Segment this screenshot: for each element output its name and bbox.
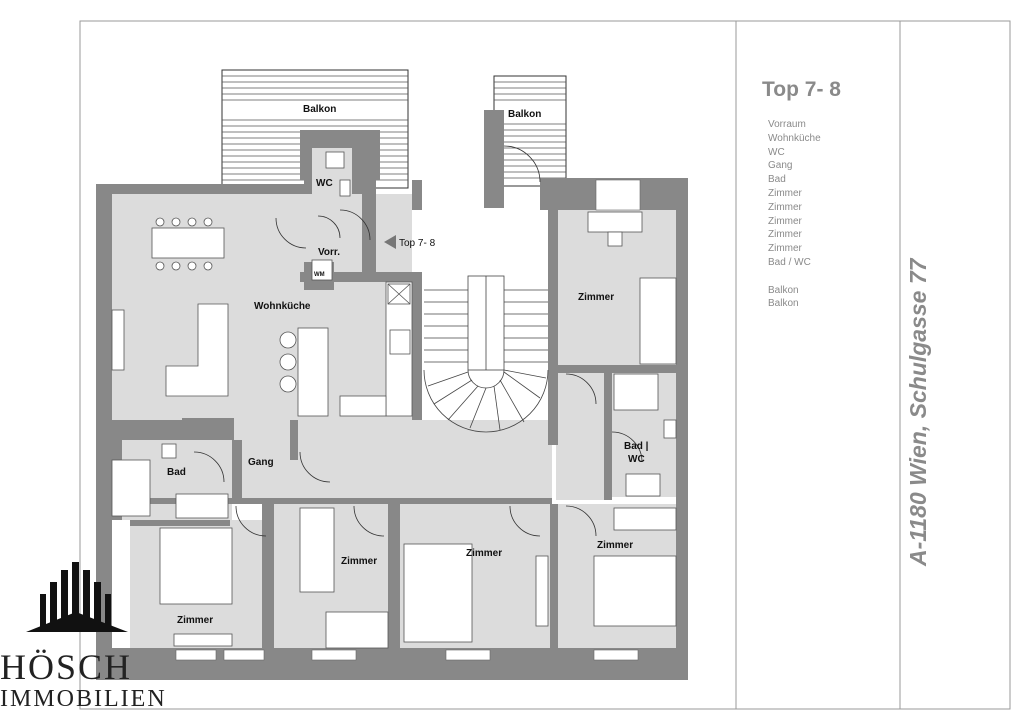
room-list-item: Bad / WC <box>768 256 811 268</box>
company-logo-icon <box>26 562 128 632</box>
sofa-s3 <box>403 543 473 643</box>
desk-s2 <box>325 611 389 649</box>
room-list-item: Gang <box>768 160 793 172</box>
kitchen-sink <box>339 395 387 417</box>
address-text: A-1180 Wien, Schulgasse 77 <box>905 258 931 566</box>
room-list-item: Wohnküche <box>768 132 821 144</box>
label-bad: Bad <box>167 467 186 478</box>
desk-ne <box>587 211 643 233</box>
dining-table <box>151 227 225 259</box>
bed-s2 <box>299 507 335 593</box>
bed-sw <box>159 527 233 605</box>
hall-right-floor <box>556 365 604 500</box>
wc-sink <box>339 179 351 197</box>
label-balkon-right: Balkon <box>508 109 541 120</box>
room-list-item: Zimmer <box>768 243 802 255</box>
bed-se <box>593 555 677 627</box>
sink-badwc <box>625 473 661 497</box>
sink-bad <box>175 493 229 519</box>
tv-unit <box>111 309 125 371</box>
room-list-item: Bad <box>768 174 786 186</box>
label-vorraum: Vorr. <box>318 247 340 258</box>
wardrobe-se <box>613 507 677 531</box>
toilet-wc <box>325 151 345 169</box>
label-gang: Gang <box>248 457 274 468</box>
interior-walls <box>110 178 676 648</box>
washing-machine <box>311 259 333 281</box>
label-wm: WM <box>314 272 325 278</box>
label-wohnkueche: Wohnküche <box>254 301 311 312</box>
kitchen-island <box>297 327 329 417</box>
furniture <box>111 151 677 649</box>
room-list-item: WC <box>768 146 785 158</box>
label-entrance: Top 7- 8 <box>399 238 436 249</box>
sofa <box>165 303 229 397</box>
toilet-bad <box>161 443 177 459</box>
tv-s3 <box>535 555 549 627</box>
label-balkon-left: Balkon <box>303 104 336 115</box>
room-list-item: Balkon <box>768 284 799 296</box>
room-list-item: Vorraum <box>768 119 806 130</box>
room-list-item: Balkon <box>768 298 799 310</box>
chair-ne <box>607 231 623 247</box>
room-list-item: Zimmer <box>768 187 802 199</box>
shower-bad <box>111 459 151 517</box>
label-zimmer-s2: Zimmer <box>341 556 377 567</box>
room-list-item: Zimmer <box>768 229 802 241</box>
page-frame <box>79 20 1011 710</box>
room-list-item: Zimmer <box>768 201 802 213</box>
logo-wordmark: HÖSCH <box>0 647 133 687</box>
shower-badwc <box>613 373 659 411</box>
label-zimmer-se: Zimmer <box>597 540 633 551</box>
bed-ne <box>639 277 677 365</box>
logo-subline: IMMOBILIEN <box>0 686 167 712</box>
label-zimmer-sw: Zimmer <box>177 615 213 626</box>
label-bad-wc-1: Bad | <box>624 441 649 452</box>
doors <box>193 145 643 537</box>
balcony-right <box>484 75 567 208</box>
room-list: Vorraum Wohnküche WC Gang Bad Zimmer Zim… <box>768 118 821 311</box>
room-list-item: Zimmer <box>768 215 802 227</box>
entrance-arrow <box>384 235 396 249</box>
label-wc: WC <box>316 178 333 189</box>
staircase <box>423 275 549 433</box>
label-zimmer-s3: Zimmer <box>466 548 502 559</box>
address-block: A-1180 Wien, Schulgasse 77 <box>905 259 945 576</box>
label-zimmer-ne: Zimmer <box>578 292 614 303</box>
room-list-spacer <box>768 270 821 284</box>
stove <box>389 329 411 355</box>
label-bad-wc-2: WC <box>628 454 645 465</box>
toilet-badwc <box>663 419 677 439</box>
apartment-title: Top 7- 8 <box>762 78 841 101</box>
wardrobe-sw <box>173 633 233 647</box>
gang-floor <box>232 420 552 498</box>
windows <box>175 179 641 661</box>
